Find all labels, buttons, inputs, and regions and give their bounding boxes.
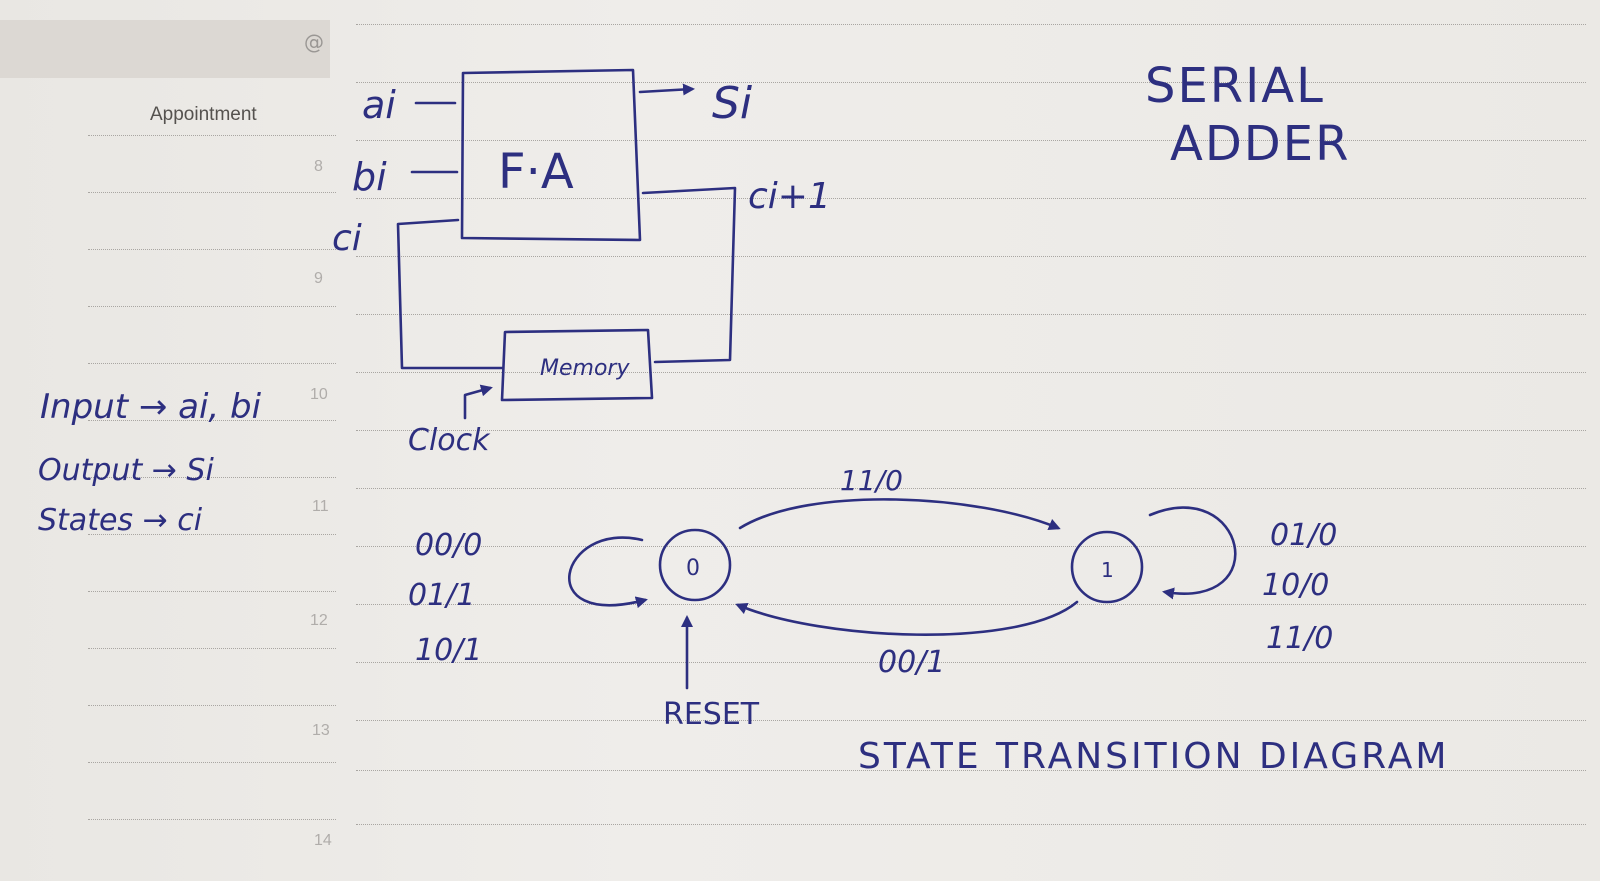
ruled-line bbox=[356, 662, 1586, 663]
state-0-node bbox=[658, 528, 732, 602]
ruled-line bbox=[88, 819, 336, 820]
ruled-line bbox=[356, 82, 1586, 83]
ruled-line bbox=[356, 604, 1586, 605]
ruled-line bbox=[356, 24, 1586, 25]
ruled-line bbox=[356, 720, 1586, 721]
hour-label: 8 bbox=[314, 158, 323, 175]
ruled-line bbox=[88, 135, 336, 136]
ruled-line bbox=[88, 420, 336, 421]
ruled-line bbox=[88, 363, 336, 364]
note-input: Input → ai, bi bbox=[40, 387, 262, 427]
ruled-line bbox=[88, 192, 336, 193]
header-band bbox=[0, 20, 330, 78]
hour-label: 13 bbox=[312, 722, 330, 739]
input-b-label: bi bbox=[352, 155, 387, 199]
reset-label: RESET bbox=[663, 697, 760, 732]
transition-0-to-1-arrow bbox=[738, 498, 1061, 531]
note-states: States → ci bbox=[38, 503, 203, 538]
hour-label: 14 bbox=[314, 832, 332, 849]
ruled-line bbox=[88, 705, 336, 706]
ruled-line bbox=[88, 534, 336, 535]
ruled-line bbox=[88, 648, 336, 649]
self-loop-0-label: 00/0 bbox=[415, 528, 482, 563]
ruled-line bbox=[356, 546, 1586, 547]
self-loop-0-arrow bbox=[568, 536, 648, 609]
note-output: Output → Si bbox=[38, 453, 214, 488]
ruled-line bbox=[356, 314, 1586, 315]
transition-0-to-1-label: 11/0 bbox=[840, 464, 903, 497]
self-loop-1-arrow bbox=[1148, 506, 1237, 600]
memory-box bbox=[500, 328, 654, 402]
carry-in-wire bbox=[396, 218, 504, 370]
ruled-line bbox=[356, 770, 1586, 771]
ruled-line bbox=[356, 256, 1586, 257]
hour-label: 10 bbox=[310, 386, 328, 403]
title-line-2: ADDER bbox=[1170, 116, 1350, 172]
adder-label: F·A bbox=[498, 144, 574, 200]
self-loop-1-label: 01/0 bbox=[1270, 518, 1337, 553]
appointment-label: Appointment bbox=[150, 104, 257, 125]
hour-label: 11 bbox=[312, 498, 329, 515]
clock-label: Clock bbox=[408, 423, 491, 458]
carry-in-label: ci bbox=[332, 218, 362, 259]
ruled-line bbox=[356, 140, 1586, 141]
diagram-caption: STATE TRANSITION DIAGRAM bbox=[858, 736, 1449, 777]
clock-arrow bbox=[463, 384, 493, 420]
sum-output-arrow bbox=[638, 83, 695, 96]
state-1-node bbox=[1070, 530, 1144, 604]
ruled-line bbox=[88, 762, 336, 763]
adder-box bbox=[460, 68, 642, 242]
self-loop-0-label: 10/1 bbox=[415, 633, 482, 668]
ruled-line bbox=[356, 372, 1586, 373]
state-0-label: 0 bbox=[686, 556, 700, 581]
self-loop-1-label: 10/0 bbox=[1262, 568, 1329, 603]
hour-label: 12 bbox=[310, 612, 328, 629]
transition-1-to-0-arrow bbox=[735, 600, 1079, 636]
carry-out-label: ci+1 bbox=[748, 176, 831, 217]
at-icon: @ bbox=[304, 30, 324, 54]
hour-label: 9 bbox=[314, 270, 323, 287]
ruled-line bbox=[356, 824, 1586, 825]
sum-output-label: Si bbox=[712, 78, 753, 129]
carry-out-wire bbox=[641, 186, 737, 364]
ruled-line bbox=[356, 488, 1586, 489]
title-line-1: SERIAL bbox=[1145, 58, 1325, 114]
ruled-line bbox=[88, 591, 336, 592]
self-loop-0-label: 01/1 bbox=[408, 578, 475, 613]
ruled-line bbox=[88, 477, 336, 478]
self-loop-1-label: 11/0 bbox=[1266, 621, 1333, 656]
transition-1-to-0-label: 00/1 bbox=[878, 645, 945, 680]
state-1-label: 1 bbox=[1101, 558, 1114, 582]
ruled-line bbox=[88, 306, 336, 307]
ruled-line bbox=[356, 198, 1586, 199]
ruled-line bbox=[88, 249, 336, 250]
input-a-label: ai bbox=[362, 83, 396, 127]
memory-label: Memory bbox=[540, 356, 630, 381]
ruled-line bbox=[356, 430, 1586, 431]
